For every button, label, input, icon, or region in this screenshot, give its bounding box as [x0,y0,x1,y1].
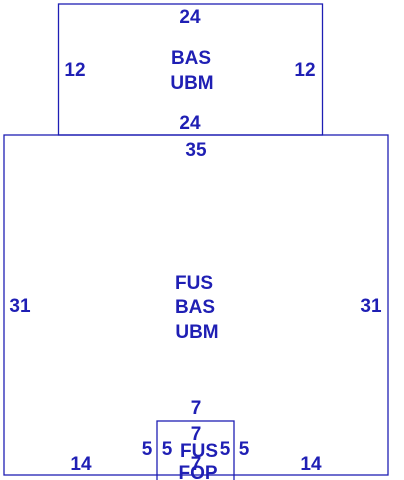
main-room-dim-bottom-left: 14 [70,454,92,475]
main-room-code-3: UBM [175,322,218,343]
bump-out-dim-top-outer: 7 [191,398,202,419]
upper-room-dim-left: 12 [64,60,85,81]
bump-out: 7 7 5 5 5 5 7 FUS FOP [142,398,250,480]
upper-room-code-2: UBM [170,73,213,94]
main-room-code-2: BAS [175,297,215,318]
main-room-outline [3,134,389,476]
main-room-dim-right: 31 [360,296,382,317]
upper-room: 24 12 12 24 BAS UBM [57,3,324,136]
upper-room-dim-bottom: 24 [179,113,201,134]
main-room-dim-left: 31 [9,296,31,317]
main-room: 35 31 31 14 14 FUS BAS UBM [3,134,389,476]
bump-out-code-2: FOP [178,463,217,480]
bump-out-dim-left-inner: 5 [162,439,173,460]
bump-out-dim-right-inner: 5 [220,439,231,460]
main-room-dim-top: 35 [185,140,207,161]
main-room-dim-bottom-right: 14 [300,454,322,475]
upper-room-dim-top: 24 [179,7,201,28]
bump-out-dim-right-outer: 5 [239,439,250,460]
bump-out-dim-left-outer: 5 [142,439,153,460]
bump-out-outline [156,420,235,480]
bump-out-dim-bottom-inner: 7 [191,454,202,475]
main-room-code-1: FUS [175,273,213,294]
bump-out-dim-top-inner: 7 [191,424,202,445]
upper-room-code-1: BAS [171,48,211,69]
upper-room-dim-right: 12 [294,60,315,81]
bump-out-code-1: FUS [180,441,218,462]
